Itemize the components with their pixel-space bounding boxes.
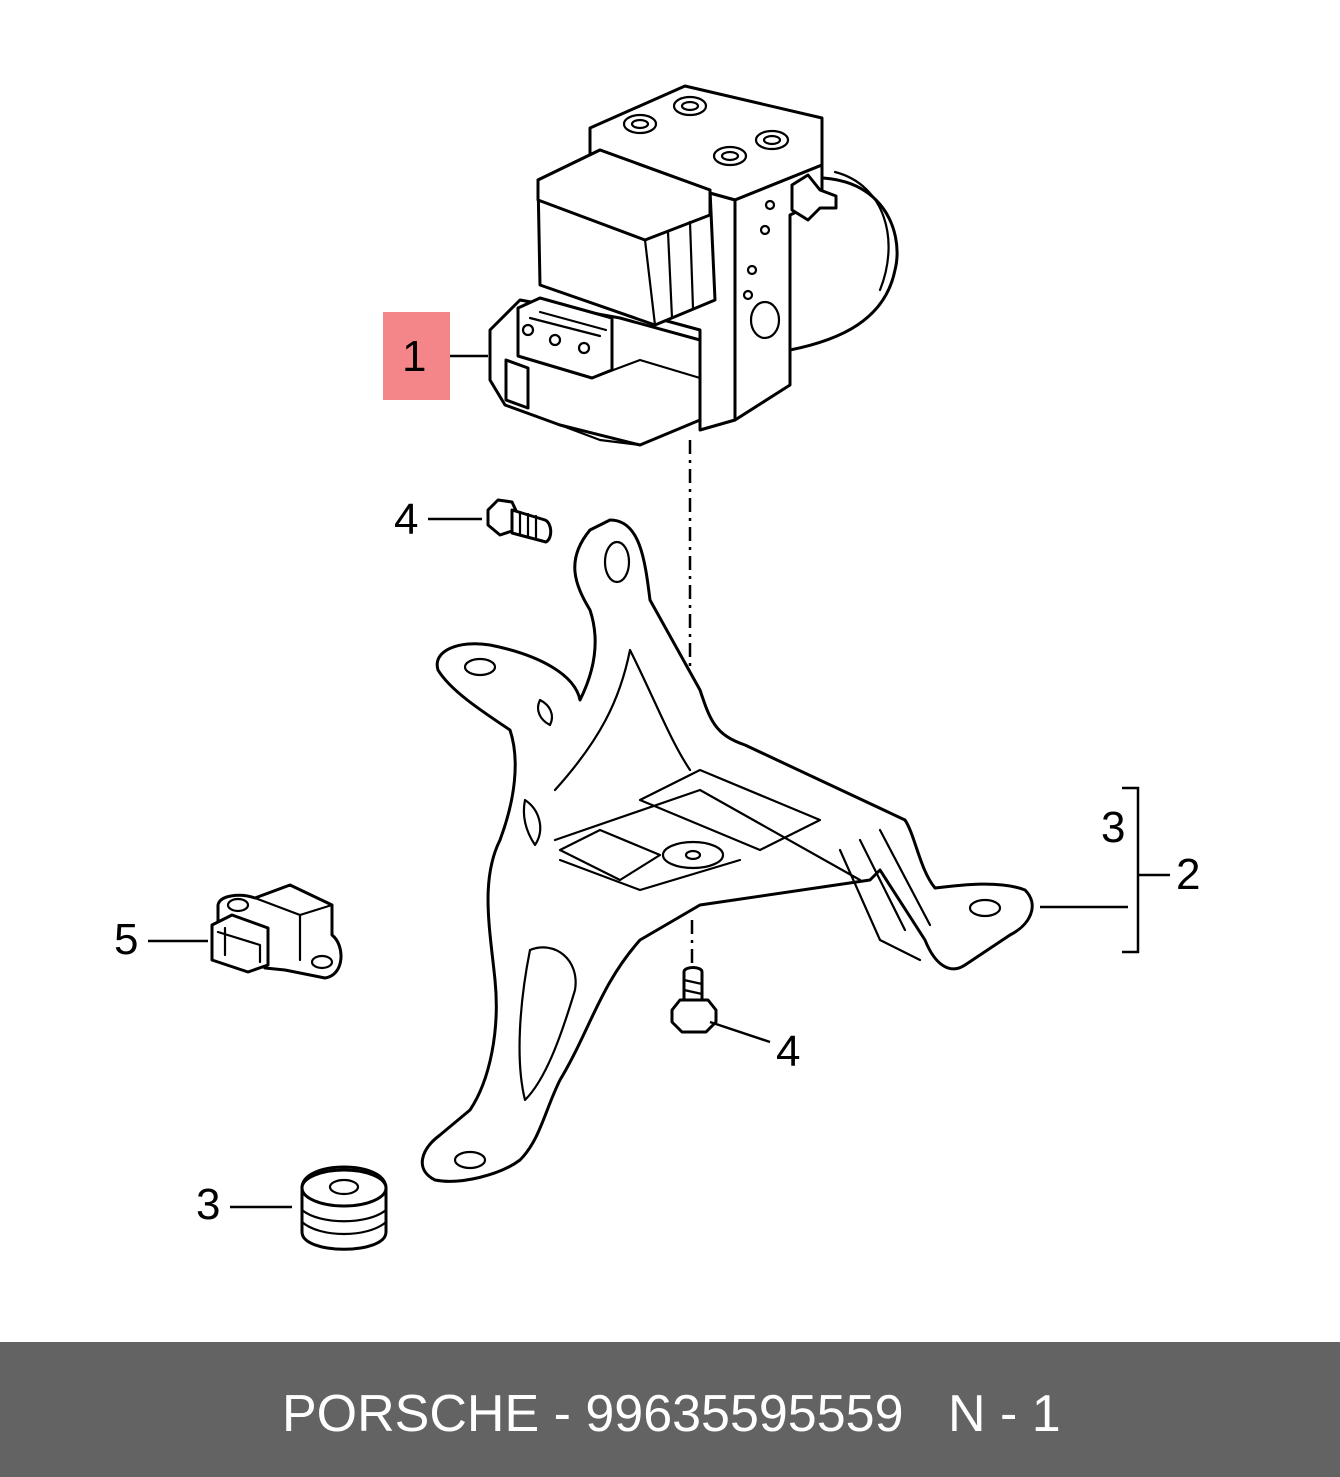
callout-4-top: 4 (394, 495, 419, 544)
callout-1-highlight (383, 312, 450, 400)
callout-2: 2 (1176, 850, 1201, 899)
leader-lines (148, 354, 1170, 1209)
bracket-drawing (420, 518, 1034, 1183)
abs-unit-drawing (488, 84, 899, 447)
part-number-label: PORSCHE - 99635595559 (282, 1385, 904, 1443)
callout-5: 5 (114, 915, 139, 964)
bolt-top-drawing (486, 498, 553, 544)
footer-bar: PORSCHE - 99635595559 N - 1 (0, 1342, 1340, 1477)
parts-diagram (148, 84, 1170, 1251)
callout-4-bottom: 4 (776, 1027, 801, 1076)
callout-3-bracket: 3 (1101, 803, 1126, 852)
quantity-label: N - 1 (948, 1385, 1061, 1443)
bolt-bottom-drawing (670, 966, 718, 1034)
grommet-drawing (300, 1165, 388, 1251)
callout-3-grommet: 3 (196, 1180, 221, 1229)
sensor-drawing (210, 883, 343, 980)
callout-1: 1 (402, 332, 427, 381)
